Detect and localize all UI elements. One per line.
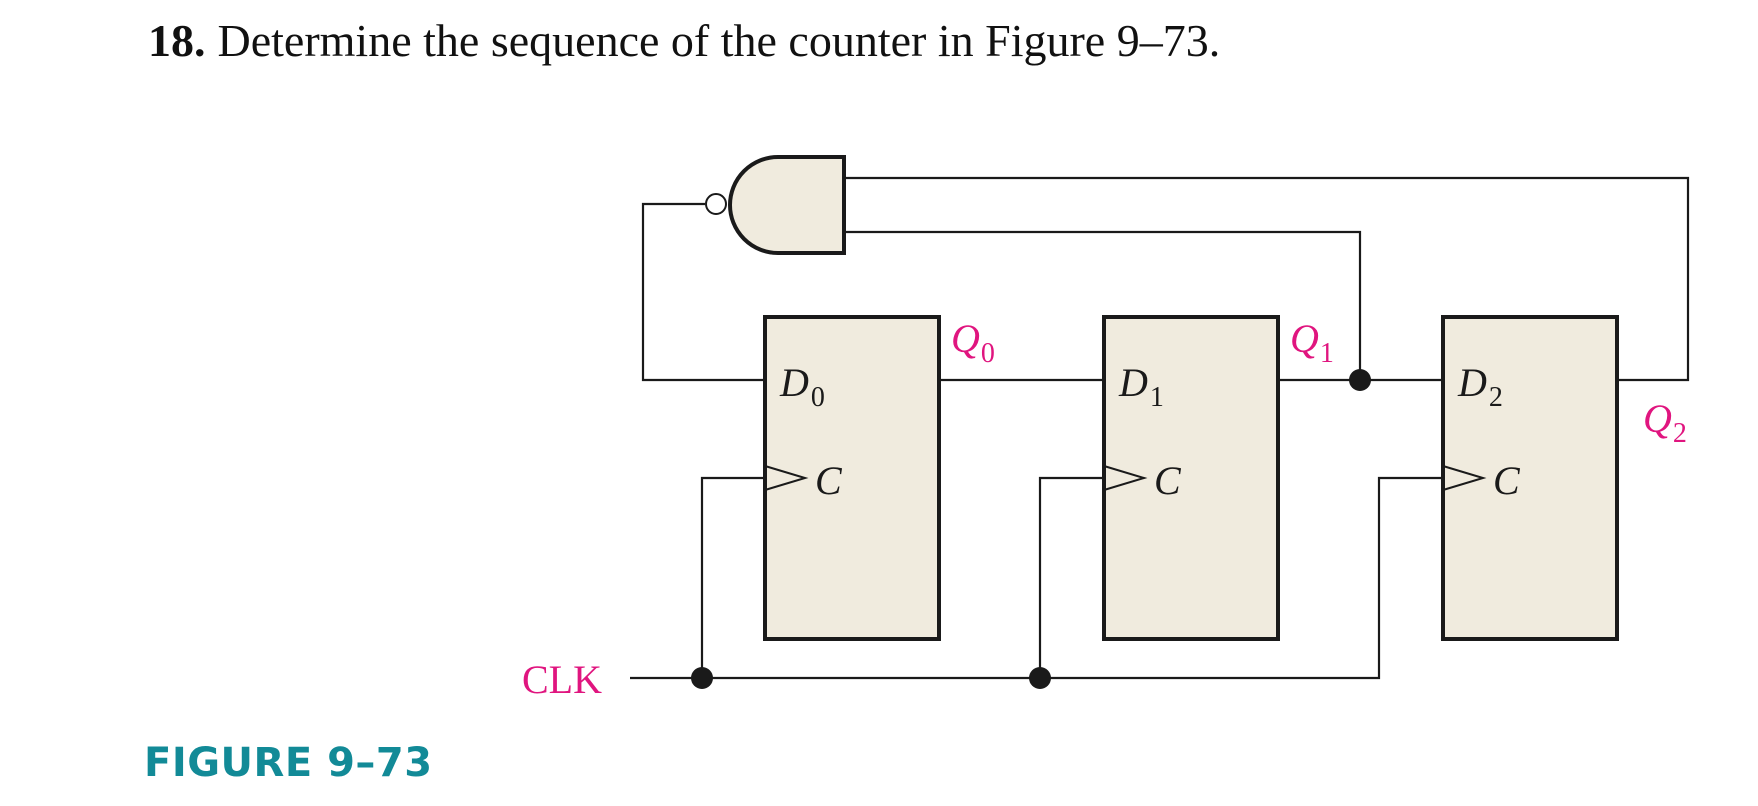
c-label-ff1: C [1154, 458, 1182, 503]
flip-flop-2 [1441, 315, 1619, 641]
clk-label: CLK [522, 657, 602, 702]
wire-clk-ff0 [700, 476, 765, 678]
clock-triangle-ff2 [1442, 465, 1487, 491]
wires [630, 176, 1690, 680]
d0-label: D0 [779, 360, 825, 413]
clock-triangle-ff0 [764, 465, 809, 491]
q2-label: Q2 [1643, 396, 1687, 449]
wire-clock-bus [630, 476, 1443, 680]
wire-q2-feedback [845, 176, 1690, 382]
q1-label: Q1 [1290, 316, 1334, 369]
nand-gate [705, 155, 846, 255]
problem-text: Determine the sequence of the counter in… [217, 15, 1221, 66]
c-label-ff2: C [1493, 458, 1521, 503]
d2-label: D2 [1457, 360, 1503, 413]
flip-flop-1 [1102, 315, 1280, 641]
junction-dot-clk-ff1 [1029, 667, 1051, 689]
figure-caption: FIGURE 9–73 [144, 740, 433, 786]
problem-number: 18. [148, 15, 206, 66]
gate-body [728, 155, 846, 255]
wire-clk-ff1 [1038, 476, 1104, 678]
c-label-ff0: C [815, 458, 843, 503]
problem-statement: 18.Determine the sequence of the counter… [148, 14, 1220, 67]
wire-gate-to-d0 [641, 202, 765, 382]
flip-flop-0 [763, 315, 941, 641]
clock-triangle-ff1 [1103, 465, 1148, 491]
wire-q1-feedback [845, 230, 1362, 380]
junction-dot-clk-ff0 [691, 667, 713, 689]
d1-label: D1 [1118, 360, 1164, 413]
junction-dot-q1 [1349, 369, 1371, 391]
q0-label: Q0 [951, 316, 995, 369]
gate-inversion-bubble [705, 193, 727, 215]
